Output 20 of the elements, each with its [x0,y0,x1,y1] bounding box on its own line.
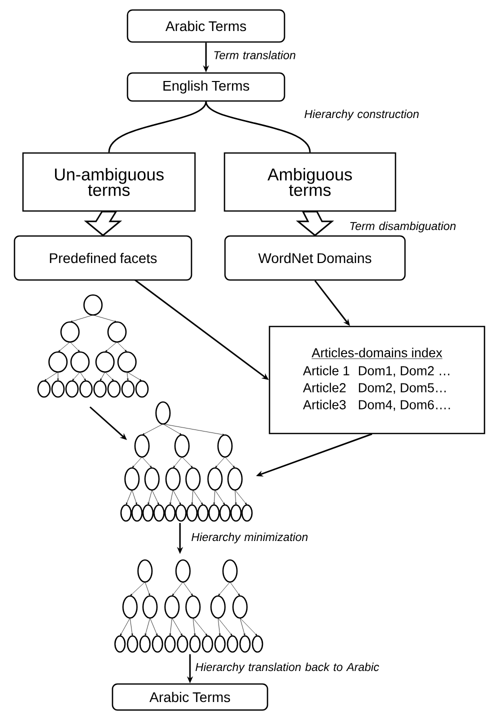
block-arrow [296,210,334,236]
process-box: English Terms [126,72,286,102]
process-box: Ambiguous terms [224,152,396,212]
index-table-box: Articles-domains index Article 1 Dom1, Dom2 … Article2 Dom2, Dom5… Article3 Dom4, Dom6…. [268,326,486,434]
edge-label: Hierarchy construction [304,110,419,120]
tree-drawing [37,294,149,398]
edge-label: Hierarchy translation back to Arabic [196,662,380,674]
edge-label: Term disambiguation [350,222,456,232]
brace-line [108,101,207,153]
process-box: WordNet Domains [224,235,406,281]
process-box: Un-ambiguous terms [22,152,196,212]
block-arrow [84,210,122,236]
edge-label: Term translation [214,50,296,60]
edge-label: Hierarchy minimization [192,532,308,544]
process-box: Predefined facets [14,235,192,281]
tree-drawing [120,401,253,522]
tree-drawing [114,559,264,653]
process-box: Arabic Terms [126,9,286,43]
brace-line [205,101,311,153]
process-box: Arabic Terms [112,683,268,711]
